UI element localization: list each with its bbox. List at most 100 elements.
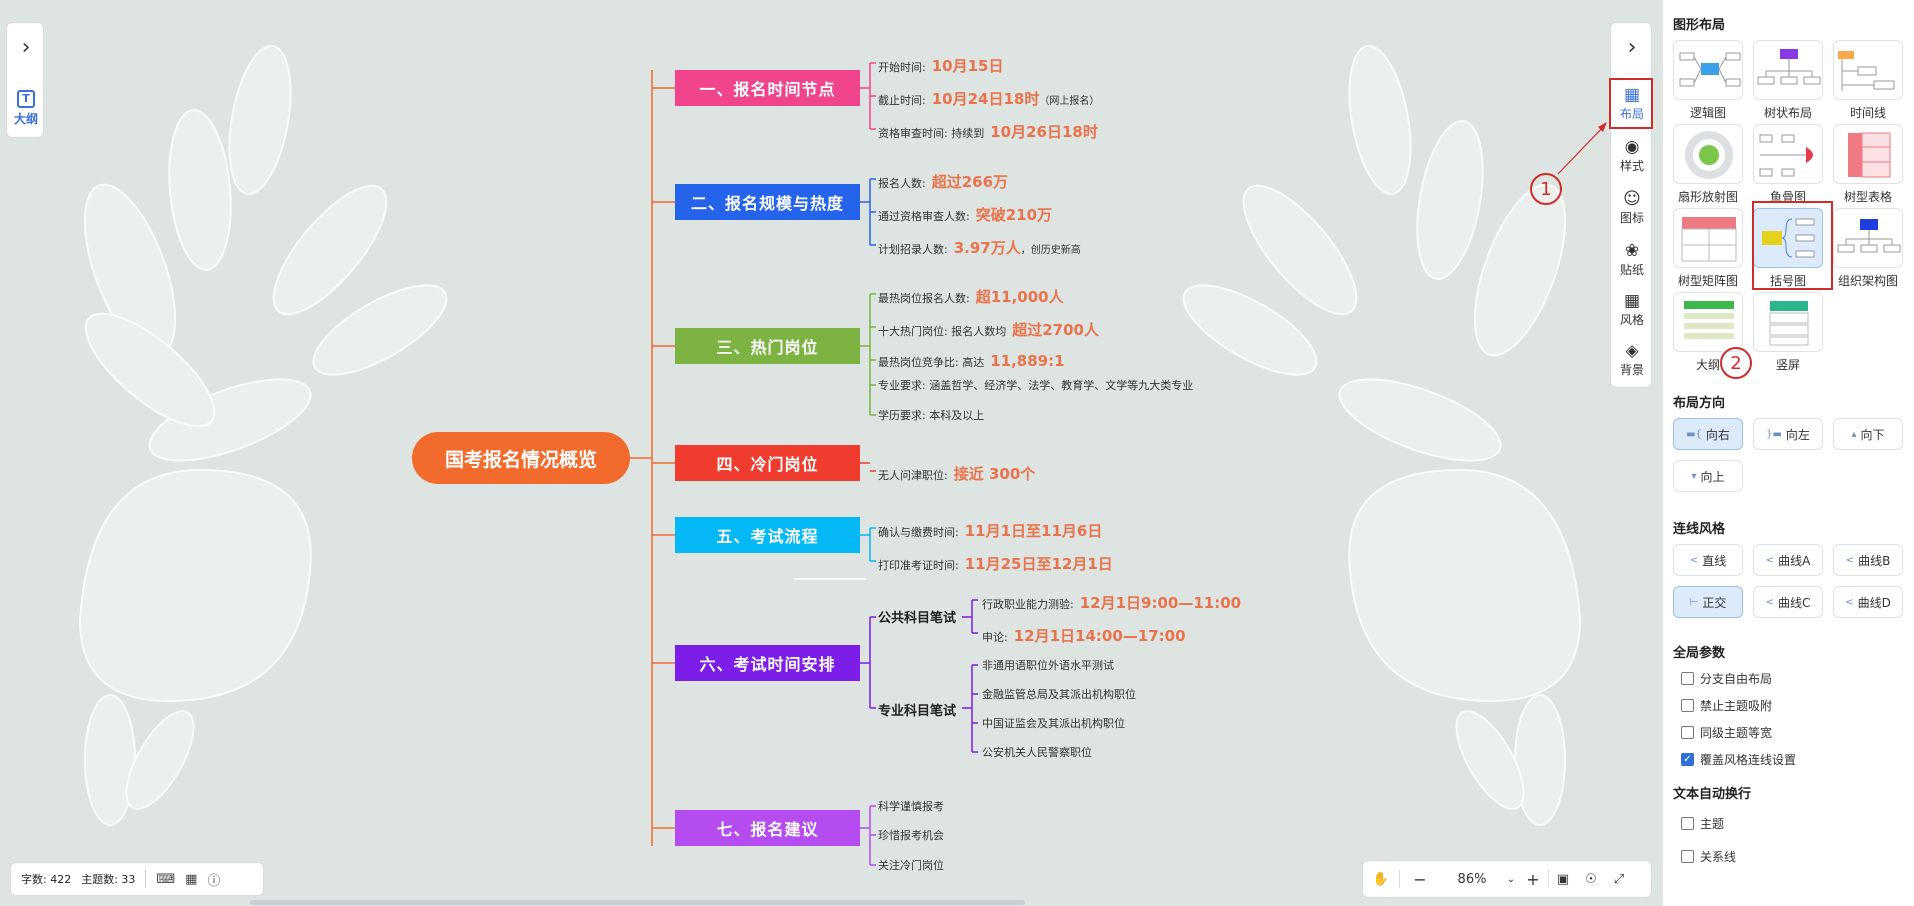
layout-outline[interactable]: 大纲 <box>1673 292 1743 373</box>
zoom-out-button[interactable]: − <box>1413 869 1427 889</box>
branch-topic[interactable]: 三、热门岗位 <box>675 328 860 364</box>
direction-up-button[interactable]: ▾向上 <box>1673 460 1743 492</box>
equal-width-checkbox[interactable]: 同级主题等宽 <box>1681 724 1772 741</box>
outline-icon: T <box>17 90 35 108</box>
line-curve-b-button[interactable]: <曲线B <box>1833 544 1903 576</box>
leaf-topic[interactable]: 最热岗位报名人数:超11,000人 <box>878 286 1064 307</box>
direction-left-button[interactable]: }▬向左 <box>1753 418 1823 450</box>
leaf-topic[interactable]: 金融监管总局及其派出机构职位 <box>982 686 1136 702</box>
free-layout-checkbox[interactable]: 分支自由布局 <box>1681 670 1772 687</box>
tool-background[interactable]: ◈背景 <box>1611 341 1653 378</box>
subtopic-professional[interactable]: 专业科目笔试 <box>878 704 957 719</box>
layout-tree[interactable]: 树状布局 <box>1753 40 1823 121</box>
tool-icon[interactable]: ☺图标 <box>1611 189 1653 226</box>
hand-tool-icon[interactable]: ✋ <box>1372 871 1390 887</box>
panel-layout-icon[interactable]: ▦ <box>185 871 198 887</box>
callout-2: 2 <box>1720 347 1752 379</box>
leaf-label: 金融监管总局及其派出机构职位 <box>982 688 1136 701</box>
fit-screen-icon[interactable]: ▣ <box>1556 871 1570 887</box>
tool-sticker[interactable]: ❀贴纸 <box>1611 241 1653 278</box>
tool-style[interactable]: ◉样式 <box>1611 137 1653 174</box>
leaf-topic[interactable]: 无人问津职位:接近 300个 <box>878 463 1035 484</box>
leaf-label: 十大热门岗位: 报名人数均 <box>878 325 1007 338</box>
leaf-label: 截止时间: <box>878 94 926 107</box>
leaf-topic[interactable]: 确认与缴费时间:11月1日至11月6日 <box>878 520 1102 541</box>
line-orthogonal-button[interactable]: ⊢正交 <box>1673 586 1743 618</box>
leaf-topic[interactable]: 学历要求: 本科及以上 <box>878 407 984 423</box>
layout-logic[interactable]: 逻辑图 <box>1673 40 1743 121</box>
branch-topic[interactable]: 四、冷门岗位 <box>675 445 860 481</box>
leaf-topic[interactable]: 非通用语职位外语水平测试 <box>982 657 1114 673</box>
connector-lines <box>630 62 978 866</box>
leaf-label: 科学谨慎报考 <box>878 800 944 813</box>
leaf-topic[interactable]: 截止时间:10月24日18时（网上报名） <box>878 88 1099 109</box>
leaf-topic[interactable]: 关注冷门岗位 <box>878 857 944 873</box>
horizontal-scrollbar[interactable] <box>250 900 1025 905</box>
leaf-topic[interactable]: 中国证监会及其派出机构职位 <box>982 715 1125 731</box>
layout-tree-matrix[interactable]: 树型矩阵图 <box>1673 208 1743 289</box>
no-snap-checkbox[interactable]: 禁止主题吸附 <box>1681 697 1772 714</box>
keyboard-icon[interactable]: ⌨ <box>156 871 176 887</box>
line-straight-button[interactable]: <直线 <box>1673 544 1743 576</box>
line-curve-c-button[interactable]: <曲线C <box>1753 586 1823 618</box>
expand-right-icon[interactable]: › <box>1627 34 1637 60</box>
branch-topic[interactable]: 七、报名建议 <box>675 810 860 846</box>
leaf-value: 接近 300个 <box>953 465 1036 483</box>
leaf-topic[interactable]: 珍惜报考机会 <box>878 827 944 843</box>
branch-topic[interactable]: 一、报名时间节点 <box>675 70 860 106</box>
direction-right-button[interactable]: ▬{向右 <box>1673 418 1743 450</box>
leaf-topic[interactable]: 计划招录人数:3.97万人，创历史新高 <box>878 237 1081 258</box>
override-line-checkbox[interactable]: ✓覆盖风格连线设置 <box>1681 751 1796 768</box>
leaf-topic[interactable]: 申论:12月1日14:00—17:00 <box>982 625 1186 646</box>
layout-org-chart[interactable]: 组织架构图 <box>1833 208 1903 289</box>
center-icon[interactable]: ☉ <box>1585 871 1597 887</box>
layout-tree-table[interactable]: 树型表格 <box>1833 124 1903 205</box>
info-icon[interactable]: ⓘ <box>207 873 221 889</box>
subtopic-public[interactable]: 公共科目笔试 <box>878 611 957 626</box>
chevron-down-icon[interactable]: ⌄ <box>1506 873 1516 885</box>
leaf-topic[interactable]: 行政职业能力测验:12月1日9:00—11:00 <box>982 592 1241 613</box>
tool-layout[interactable]: ▦布局 <box>1611 85 1653 122</box>
leaf-label: 珍惜报考机会 <box>878 829 944 842</box>
direction-down-button[interactable]: ▴向下 <box>1833 418 1903 450</box>
leaf-value: 12月1日14:00—17:00 <box>1013 627 1186 645</box>
branch-topic[interactable]: 五、考试流程 <box>675 517 860 553</box>
wrap-topic-checkbox[interactable]: 主题 <box>1681 815 1724 832</box>
leaf-topic[interactable]: 通过资格审查人数:突破210万 <box>878 204 1052 225</box>
wrap-relation-checkbox[interactable]: 关系线 <box>1681 848 1736 865</box>
layout-bracket[interactable]: 括号图 <box>1753 208 1823 289</box>
leaf-note: ，创历史新高 <box>1020 245 1081 256</box>
leaf-topic[interactable]: 专业要求: 涵盖哲学、经济学、法学、教育学、文学等九大类专业 <box>878 377 1193 393</box>
branch-topic[interactable]: 六、考试时间安排 <box>675 645 860 681</box>
word-count: 字数: 422 <box>21 873 72 886</box>
leaf-topic[interactable]: 开始时间:10月15日 <box>878 55 1003 76</box>
leaf-topic[interactable]: 报名人数:超过266万 <box>878 171 1008 192</box>
branch-topic[interactable]: 二、报名规模与热度 <box>675 184 860 220</box>
line-curve-d-button[interactable]: <曲线D <box>1833 586 1903 618</box>
leaf-topic[interactable]: 十大热门岗位: 报名人数均超过2700人 <box>878 319 1099 340</box>
leaf-topic[interactable]: 打印准考证时间:11月25日至12月1日 <box>878 553 1113 574</box>
tool-theme[interactable]: ▦风格 <box>1611 291 1653 328</box>
outline-button[interactable]: T 大纲 <box>13 90 38 126</box>
layout-radial[interactable]: 扇形放射图 <box>1673 124 1743 205</box>
expand-left-icon[interactable]: › <box>21 34 31 60</box>
root-topic[interactable]: 国考报名情况概览 <box>412 432 630 484</box>
topic-count: 主题数: 33 <box>81 873 136 886</box>
leaf-value: 11,889:1 <box>990 352 1065 370</box>
zoom-in-button[interactable]: + <box>1526 869 1540 889</box>
layout-fishbone[interactable]: 鱼骨图 <box>1753 124 1823 205</box>
leaf-topic[interactable]: 科学谨慎报考 <box>878 798 944 814</box>
leaf-value: 10月26日18时 <box>990 123 1098 141</box>
layout-vertical-screen[interactable]: 竖屏 <box>1753 292 1823 373</box>
smiley-icon: ☺ <box>1623 189 1641 209</box>
zoom-level[interactable]: 86% <box>1457 871 1487 887</box>
zoom-bar: ✋ − 86% ⌄ + ▣ ☉ ⤢ <box>1362 860 1652 898</box>
mindmap-canvas[interactable]: 国考报名情况概览 一、报名时间节点 二、报名规模与热度 三、热门岗位 四、冷门岗… <box>0 0 1662 906</box>
leaf-topic[interactable]: 公安机关人民警察职位 <box>982 744 1092 760</box>
fullscreen-icon[interactable]: ⤢ <box>1613 871 1625 887</box>
leaf-label: 学历要求: 本科及以上 <box>878 409 985 422</box>
line-curve-a-button[interactable]: <曲线A <box>1753 544 1823 576</box>
layout-timeline[interactable]: 时间线 <box>1833 40 1903 121</box>
